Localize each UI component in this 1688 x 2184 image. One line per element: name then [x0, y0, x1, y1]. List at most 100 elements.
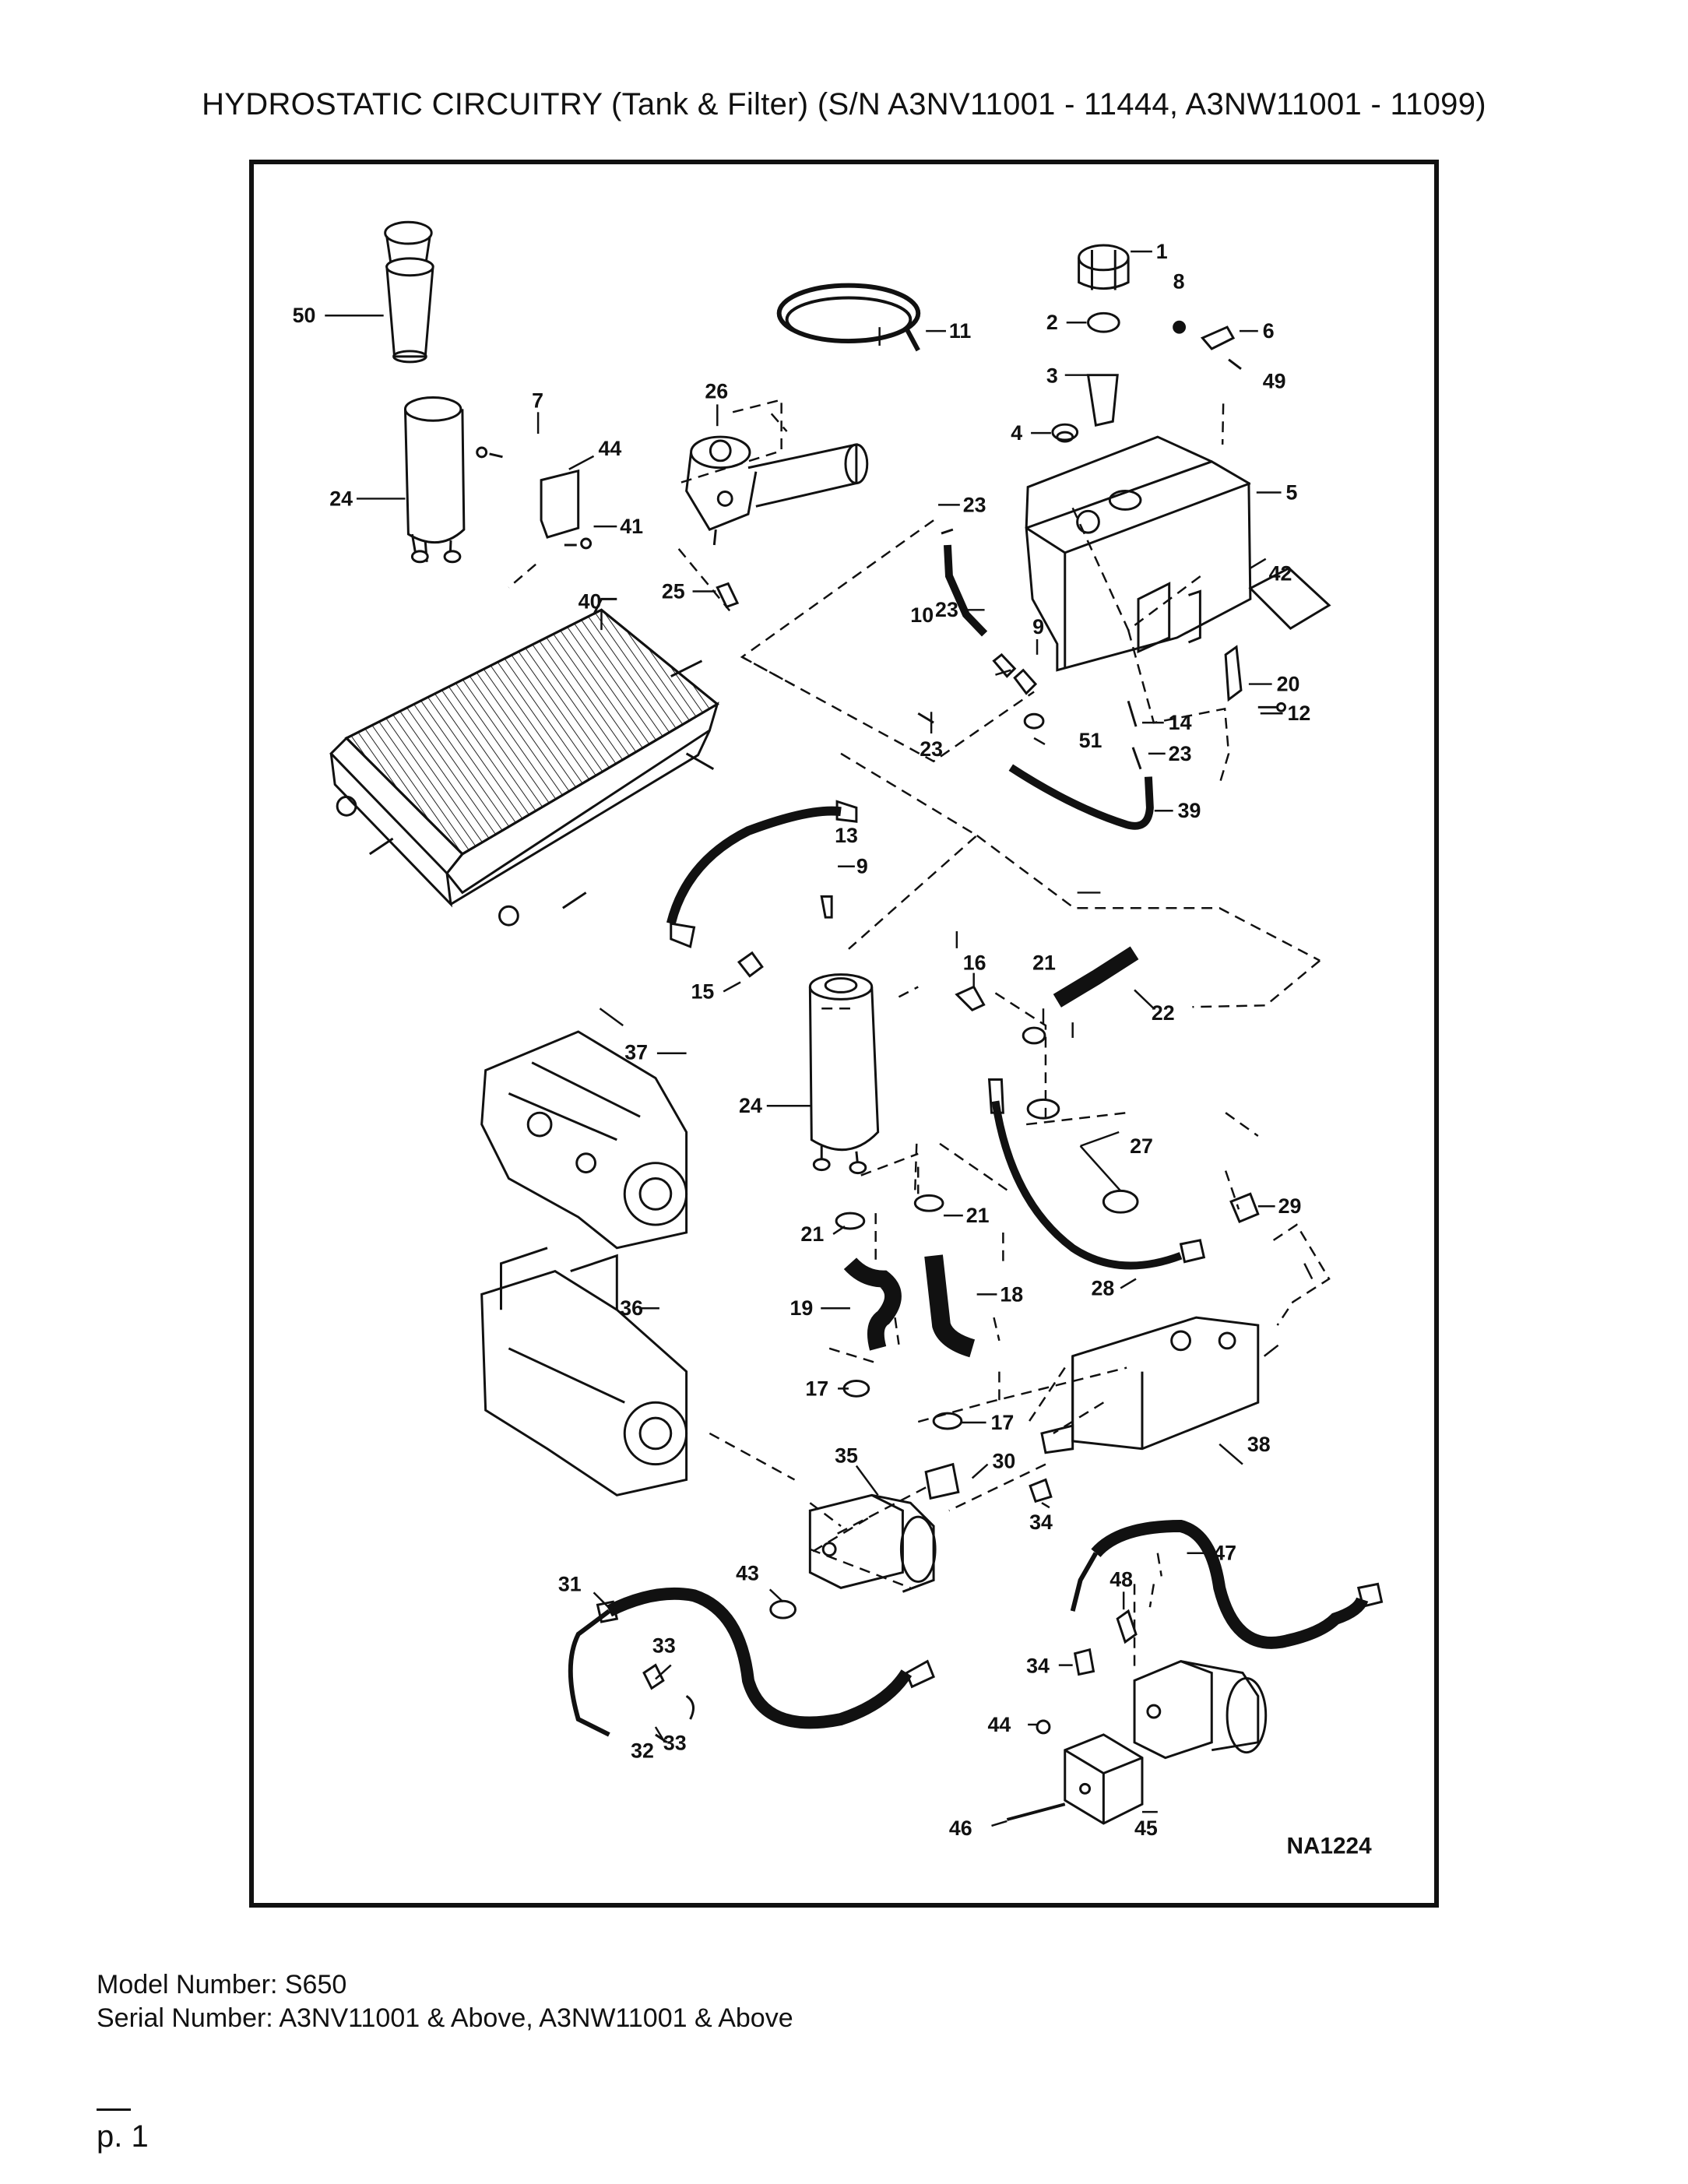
callout-15: 15 — [691, 979, 715, 1003]
callout-4: 4 — [1011, 421, 1022, 445]
callout-26: 26 — [705, 379, 728, 403]
parts-diagram: 1 2 3 4 5 6 7 8 9 9 10 11 12 13 14 15 16… — [249, 160, 1439, 1908]
fill-cap-1 — [1078, 244, 1130, 290]
callout-19: 19 — [790, 1296, 814, 1320]
callout-23-top: 23 — [963, 493, 986, 516]
fitting-30 — [924, 1462, 960, 1500]
callout-25: 25 — [662, 579, 685, 603]
callout-35: 35 — [835, 1444, 858, 1468]
component-shapes — [329, 220, 1384, 1825]
hose-18 — [924, 1254, 976, 1358]
bolt-49 — [1228, 358, 1242, 370]
page-rule — [97, 2108, 131, 2111]
callout-32: 32 — [631, 1739, 654, 1763]
callout-21-right: 21 — [966, 1204, 990, 1227]
hose-22 — [1053, 946, 1139, 1008]
valve-block-45 — [1064, 1733, 1144, 1825]
callout-20: 20 — [1277, 672, 1300, 695]
fitting-25 — [716, 582, 740, 609]
callout-47: 47 — [1213, 1542, 1236, 1565]
bracket — [476, 446, 593, 550]
callout-labels: 1 2 3 4 5 6 7 8 9 9 10 11 12 13 14 15 16… — [293, 240, 1372, 1859]
callout-41: 41 — [620, 515, 643, 538]
callout-12: 12 — [1287, 702, 1310, 725]
callout-6: 6 — [1263, 319, 1275, 343]
callout-37: 37 — [624, 1041, 648, 1064]
callout-39: 39 — [1178, 799, 1201, 822]
strainer-3 — [1086, 374, 1119, 427]
clamps-33 — [642, 1663, 695, 1744]
callout-30: 30 — [992, 1450, 1015, 1473]
page-title: HYDROSTATIC CIRCUITRY (Tank & Filter) (S… — [202, 87, 1486, 121]
clamps-17 — [842, 1379, 963, 1430]
callout-36: 36 — [620, 1296, 643, 1320]
callout-11: 11 — [949, 319, 971, 343]
hydraulic-tank-5 — [1025, 435, 1252, 672]
oil-cooler-40 — [329, 597, 719, 927]
callout-leaders — [325, 250, 1313, 1827]
hose-coil-11 — [776, 283, 921, 352]
callout-23-mid: 23 — [935, 598, 958, 621]
hose-31 — [568, 1587, 935, 1737]
callout-10: 10 — [910, 603, 934, 627]
callout-18: 18 — [1000, 1282, 1023, 1306]
callout-28: 28 — [1091, 1276, 1114, 1299]
callout-23-right: 23 — [1169, 742, 1192, 765]
pump-37 — [480, 1030, 688, 1250]
valve-26 — [685, 435, 869, 546]
callout-34-upper: 34 — [1029, 1511, 1053, 1534]
callout-46: 46 — [949, 1816, 972, 1840]
model-number: Model Number: S650 — [97, 1970, 347, 1999]
callout-14: 14 — [1169, 711, 1192, 734]
nut-44 — [1036, 1719, 1051, 1735]
callout-9: 9 — [1032, 615, 1044, 638]
fitting-34-upper — [1029, 1478, 1053, 1503]
pump-36 — [480, 1247, 688, 1496]
callout-13: 13 — [835, 824, 858, 847]
connection-dashes — [508, 398, 1331, 1673]
fitting-29 — [1229, 1192, 1260, 1224]
callout-49: 49 — [1263, 370, 1286, 393]
serial-number: Serial Number: A3NV11001 & Above, A3NW11… — [97, 2003, 793, 2033]
small-fittings — [917, 652, 1142, 770]
o-ring-43 — [769, 1599, 797, 1620]
hose-10 — [941, 528, 988, 637]
hose-47 — [1070, 1520, 1384, 1649]
filter-housing-24-upper — [403, 396, 466, 564]
callout-50: 50 — [293, 304, 316, 327]
callout-33-upper: 33 — [652, 1634, 676, 1658]
callout-24-upper: 24 — [329, 487, 353, 510]
fitting-48 — [1116, 1609, 1138, 1644]
callout-5: 5 — [1286, 480, 1298, 504]
nut-8 — [1173, 320, 1187, 334]
callout-17-lower: 17 — [991, 1411, 1015, 1434]
callout-3: 3 — [1046, 364, 1058, 388]
callout-21-left: 21 — [800, 1222, 824, 1246]
callout-2: 2 — [1046, 311, 1058, 334]
fitting-34-lower — [1073, 1648, 1095, 1676]
gear-motor-35 — [808, 1493, 937, 1593]
bolt-12 — [1276, 702, 1287, 712]
hose-39 — [1008, 764, 1154, 830]
clamps-21 — [835, 1026, 1046, 1230]
callout-9-center: 9 — [856, 855, 868, 878]
grommet-4 — [1051, 423, 1079, 443]
gear-pump — [1133, 1660, 1268, 1760]
callout-24-center: 24 — [739, 1094, 762, 1117]
parts-diagram-drawing: 1 2 3 4 5 6 7 8 9 9 10 11 12 13 14 15 16… — [293, 220, 1384, 1859]
callout-33-lower: 33 — [663, 1732, 687, 1755]
pad-42 — [1248, 566, 1331, 630]
filter-element-50 — [384, 220, 434, 364]
callout-8: 8 — [1173, 270, 1185, 294]
callout-38: 38 — [1247, 1433, 1271, 1456]
strap-20 — [1224, 645, 1243, 702]
callout-17: 17 — [805, 1377, 828, 1400]
hose-13 — [666, 800, 858, 948]
callout-40: 40 — [578, 589, 602, 613]
callout-44-upper: 44 — [598, 437, 621, 460]
callout-22: 22 — [1152, 1001, 1175, 1025]
fitting-15 — [737, 951, 764, 978]
callout-27: 27 — [1130, 1134, 1153, 1158]
callout-16: 16 — [963, 951, 986, 975]
grommets-27 — [1026, 1098, 1139, 1214]
